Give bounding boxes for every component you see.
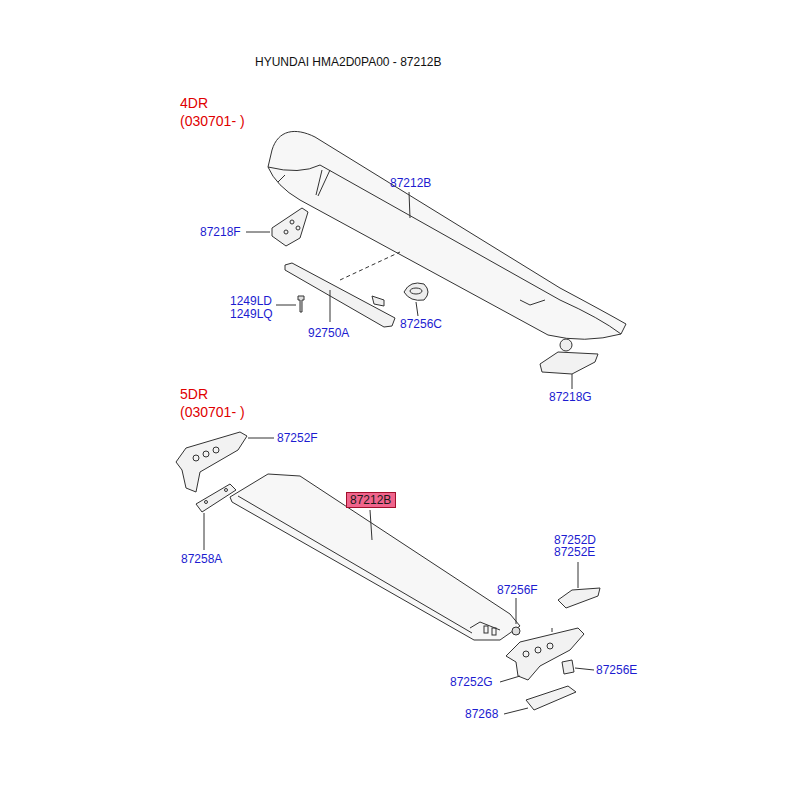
part-number: 87268 bbox=[465, 707, 498, 721]
part-number: 87256F bbox=[497, 583, 538, 597]
variant-label: 5DR bbox=[180, 386, 208, 402]
part-number: 1249LD bbox=[230, 294, 272, 308]
part-number: 1249LQ bbox=[230, 307, 273, 321]
part-number: 87218F bbox=[200, 225, 241, 239]
diagram-title: HYUNDAI HMA2D0PA00 - 87212B bbox=[255, 55, 442, 69]
date-label: (030701- ) bbox=[180, 113, 245, 129]
part-number: 87252G bbox=[450, 675, 493, 689]
date-label: (030701- ) bbox=[180, 404, 245, 420]
part-number: 87252E bbox=[554, 545, 595, 559]
part-number: 92750A bbox=[308, 326, 349, 340]
part-number: 87258A bbox=[181, 552, 222, 566]
variant-label: 4DR bbox=[180, 95, 208, 111]
part-number: 87256C bbox=[400, 317, 442, 331]
part-number: 87212B bbox=[350, 493, 395, 507]
part-number: 87256E bbox=[596, 663, 637, 677]
part-number: 87252D bbox=[554, 533, 596, 547]
part-number: 87218G bbox=[549, 390, 592, 404]
part-number: 87212B bbox=[390, 176, 431, 190]
part-number: 87252F bbox=[277, 431, 318, 445]
highlight-box: 87212B bbox=[346, 492, 396, 508]
